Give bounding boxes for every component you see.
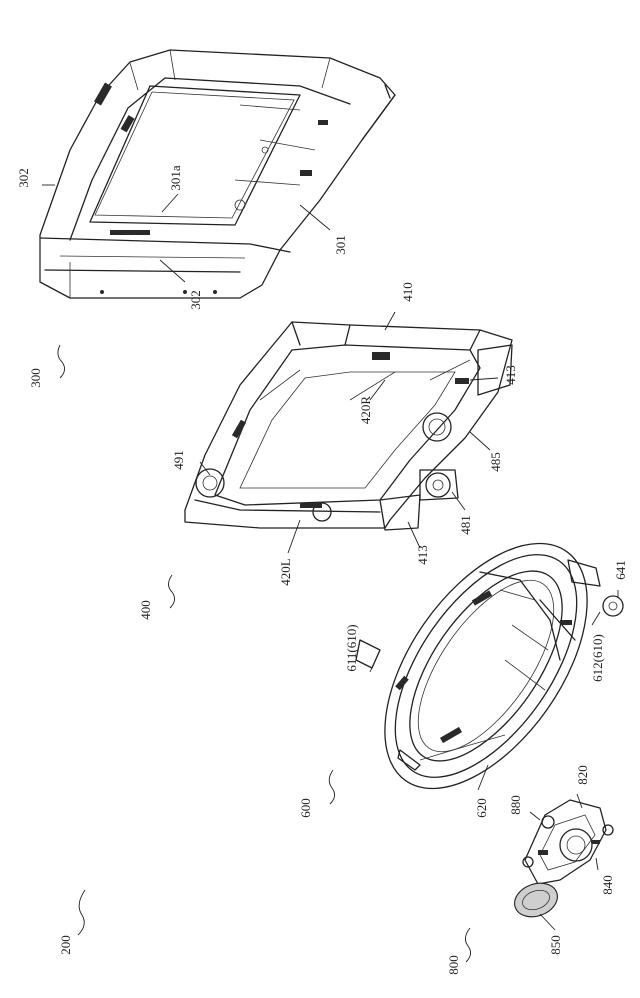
ref-485: 485 [488,452,503,472]
ref-301: 301 [333,235,348,255]
ref-410: 410 [400,282,415,302]
ref-420R: 420R [358,396,373,425]
ref-302-top: 302 [16,168,31,188]
ref-641: 641 [613,560,628,580]
ref-200: 200 [58,935,73,955]
ref-481: 481 [458,515,473,535]
ref-840: 840 [600,875,615,895]
ref-850: 850 [548,935,563,955]
ref-301a: 301a [168,165,183,191]
frame-assembly-400 [185,322,512,530]
ref-612: 612(610) [590,634,605,682]
ref-300: 300 [28,368,43,388]
reference-numerals: 200 300 400 600 800 302 302 301 301a 410… [16,165,628,975]
ref-491: 491 [171,450,186,470]
ref-620: 620 [474,798,489,818]
ref-880: 880 [508,795,523,815]
ref-302-bottom: 302 [188,290,203,310]
housing-assembly-300 [40,50,395,298]
ref-420L: 420L [278,558,293,586]
ref-400: 400 [138,600,153,620]
drive-assembly-800 [510,800,613,923]
ref-413-left: 413 [415,545,430,565]
ref-600: 600 [298,798,313,818]
ref-611: 611(610) [344,624,359,671]
ref-820: 820 [575,765,590,785]
ref-413-right: 413 [503,365,518,385]
ref-800: 800 [446,955,461,975]
